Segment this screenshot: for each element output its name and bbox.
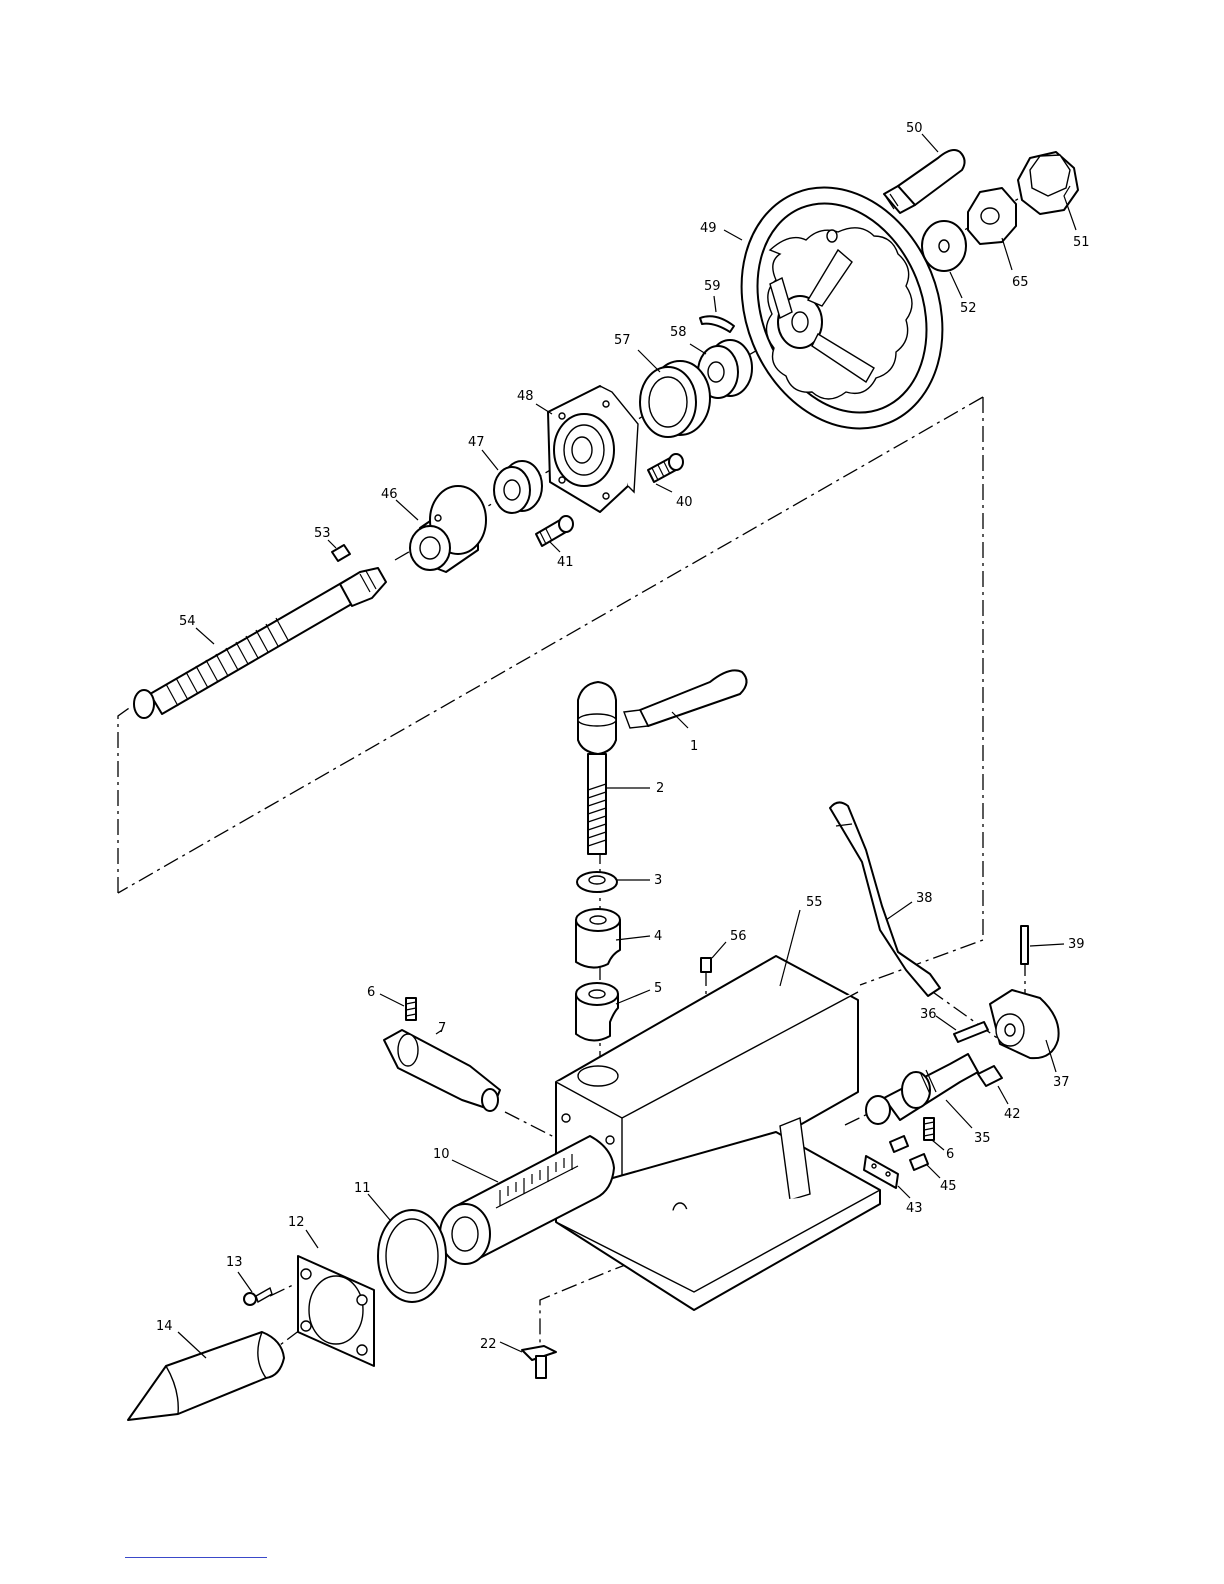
label-54: 54 — [179, 614, 196, 629]
label-59: 59 — [704, 279, 721, 294]
label-13: 13 — [226, 1255, 243, 1270]
part-45-screws — [890, 1136, 928, 1170]
label-7: 7 — [438, 1021, 446, 1036]
part-6-set-screw-right — [924, 1118, 934, 1140]
label-22: 22 — [480, 1337, 497, 1352]
label-51: 51 — [1073, 235, 1090, 250]
part-11-ring — [378, 1210, 446, 1302]
part-10-quill — [440, 1136, 614, 1264]
part-7-shaft — [384, 1030, 500, 1111]
label-55: 55 — [806, 895, 823, 910]
label-50: 50 — [906, 121, 923, 136]
label-56: 56 — [730, 929, 747, 944]
label-40: 40 — [676, 495, 693, 510]
part-3-washer — [577, 872, 617, 892]
label-11: 11 — [354, 1181, 371, 1196]
part-51-cap-nut — [1018, 152, 1078, 214]
label-53: 53 — [314, 526, 331, 541]
part-14-dead-center — [128, 1332, 284, 1420]
label-6-right: 6 — [946, 1147, 954, 1162]
label-5: 5 — [654, 981, 662, 996]
label-38: 38 — [916, 891, 933, 906]
label-41: 41 — [557, 555, 574, 570]
label-1: 1 — [690, 739, 698, 754]
part-5-clamp-block — [576, 983, 618, 1041]
label-43: 43 — [906, 1201, 923, 1216]
part-22-t-bolt — [522, 1346, 556, 1378]
label-49: 49 — [700, 221, 717, 236]
part-36-pin — [954, 1022, 988, 1042]
label-10: 10 — [433, 1147, 450, 1162]
part-4-clamp-block — [576, 909, 620, 968]
part-48-flange-bracket — [548, 386, 638, 512]
part-41-screw — [536, 516, 573, 546]
label-39: 39 — [1068, 937, 1085, 952]
part-13-screw — [244, 1288, 272, 1305]
part-6-set-screw-left — [406, 998, 416, 1020]
part-40-screw — [648, 454, 683, 482]
part-12-flange-plate — [298, 1256, 374, 1366]
part-59-key — [700, 316, 734, 332]
label-4: 4 — [654, 929, 662, 944]
label-14: 14 — [156, 1319, 173, 1334]
part-54-leadscrew — [134, 568, 386, 718]
part-50-handle — [884, 150, 965, 213]
label-52: 52 — [960, 301, 977, 316]
label-47: 47 — [468, 435, 485, 450]
label-48: 48 — [517, 389, 534, 404]
part-57-dial-ring — [640, 361, 710, 437]
label-37: 37 — [1053, 1075, 1070, 1090]
label-58: 58 — [670, 325, 687, 340]
part-49-handwheel — [707, 157, 978, 459]
label-2: 2 — [656, 781, 664, 796]
part-42-pin — [978, 1066, 1002, 1086]
label-57: 57 — [614, 333, 631, 348]
label-6-left: 6 — [367, 985, 375, 1000]
label-35: 35 — [974, 1131, 991, 1146]
label-65: 65 — [1012, 275, 1029, 290]
label-45: 45 — [940, 1179, 957, 1194]
label-3: 3 — [654, 873, 662, 888]
label-42: 42 — [1004, 1107, 1021, 1122]
part-35-eccentric-shaft — [866, 1054, 978, 1124]
part-46-bushing — [410, 486, 486, 572]
part-47-thrust-bearing — [494, 461, 542, 513]
part-2-clamp-bolt — [578, 682, 616, 854]
label-36: 36 — [920, 1007, 937, 1022]
footer-rule — [125, 1557, 267, 1558]
part-1-clamp-handle — [624, 670, 747, 728]
part-65-hex-nut — [968, 188, 1016, 244]
part-52-washer — [922, 221, 966, 271]
label-12: 12 — [288, 1215, 305, 1230]
label-46: 46 — [381, 487, 398, 502]
